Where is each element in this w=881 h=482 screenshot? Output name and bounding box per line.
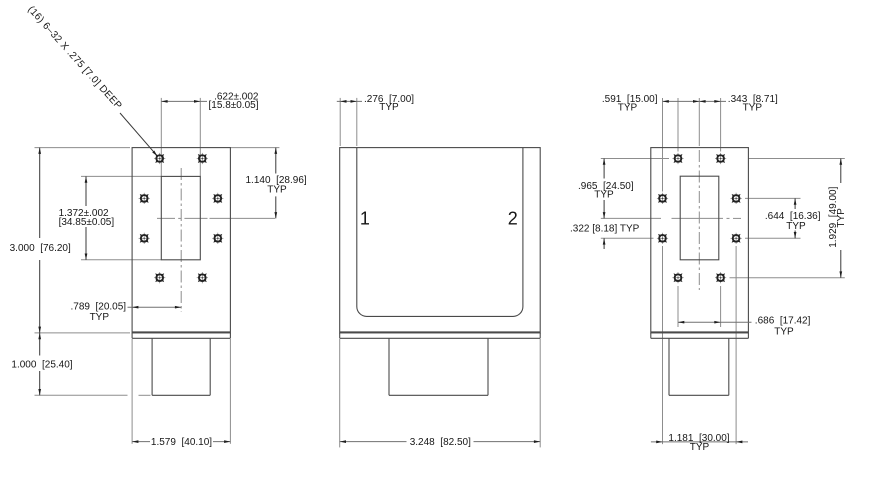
svg-text:.965 [24.50]: .965 [24.50] [578, 181, 634, 192]
svg-text:1: 1 [360, 209, 370, 229]
svg-text:.322 [8.18] TYP: .322 [8.18] TYP [570, 224, 640, 235]
svg-text:1.140 [28.96]: 1.140 [28.96] [246, 175, 307, 186]
svg-text:TYP: TYP [743, 102, 763, 113]
svg-text:[15.8±0.05]: [15.8±0.05] [209, 100, 259, 111]
svg-text:.343 [8.71]: .343 [8.71] [728, 94, 778, 105]
svg-text:1.372±.002: 1.372±.002 [59, 208, 109, 219]
svg-text:.686 [17.42]: .686 [17.42] [755, 315, 811, 326]
svg-text:.591 [15.00]: .591 [15.00] [602, 94, 658, 105]
svg-text:TYP: TYP [379, 102, 399, 113]
svg-text:1.181 [30.00]: 1.181 [30.00] [668, 433, 729, 444]
svg-text:1.579 [40.10]: 1.579 [40.10] [151, 437, 212, 448]
svg-text:[34.85±0.05]: [34.85±0.05] [59, 217, 115, 228]
svg-text:TYP: TYP [786, 221, 806, 232]
svg-text:2: 2 [508, 209, 518, 229]
svg-text:.789 [20.05]: .789 [20.05] [70, 301, 126, 312]
svg-text:1.000 [25.40]: 1.000 [25.40] [11, 359, 72, 370]
svg-text:.644 [16.36]: .644 [16.36] [765, 211, 821, 222]
svg-text:TYP: TYP [90, 312, 110, 323]
svg-text:TYP: TYP [836, 208, 847, 228]
svg-text:.276 [7.00]: .276 [7.00] [364, 94, 414, 105]
svg-text:3.000 [76.20]: 3.000 [76.20] [10, 243, 71, 254]
svg-text:TYP: TYP [774, 327, 794, 338]
svg-text:1.929 [49.00]: 1.929 [49.00] [828, 186, 839, 247]
svg-text:TYP: TYP [690, 442, 710, 453]
svg-text:.622±.002: .622±.002 [214, 91, 259, 102]
svg-text:TYP: TYP [267, 185, 287, 196]
svg-text:TYP: TYP [594, 190, 614, 201]
svg-text:3.248 [82.50]: 3.248 [82.50] [410, 437, 471, 448]
svg-text:TYP: TYP [618, 102, 638, 113]
